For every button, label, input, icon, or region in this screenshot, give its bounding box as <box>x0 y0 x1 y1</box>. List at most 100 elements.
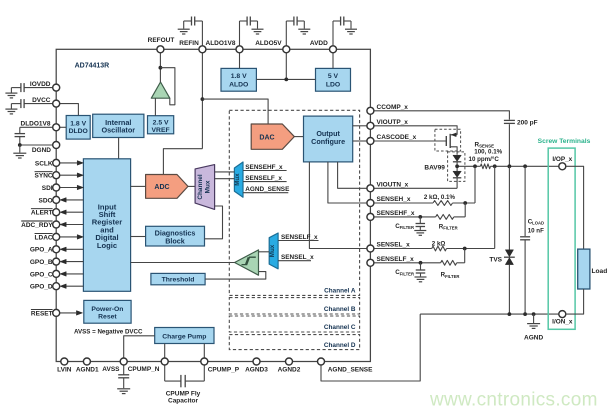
svg-text:Shift: Shift <box>99 210 116 219</box>
svg-text:RFILTER: RFILTER <box>441 272 460 279</box>
svg-text:AGND3: AGND3 <box>245 367 268 374</box>
svg-text:Configure: Configure <box>311 137 345 146</box>
svg-text:Threshold: Threshold <box>162 277 195 284</box>
svg-text:Channel: Channel <box>197 174 204 199</box>
svg-text:ADC_RDY: ADC_RDY <box>21 222 53 229</box>
svg-text:REFOUT: REFOUT <box>148 37 175 44</box>
svg-text:LDO: LDO <box>326 81 340 88</box>
svg-text:100, 0.1%: 100, 0.1% <box>474 149 502 156</box>
svg-text:CCOMP_x: CCOMP_x <box>377 104 409 111</box>
svg-text:1.8 V: 1.8 V <box>70 120 86 127</box>
svg-text:AVSS = Negative DVCC: AVSS = Negative DVCC <box>74 329 143 336</box>
svg-text:Input: Input <box>98 202 117 211</box>
svg-text:CPUMP Fly: CPUMP Fly <box>166 390 201 397</box>
svg-text:SENSEH_x: SENSEH_x <box>377 196 411 203</box>
svg-text:TVS: TVS <box>489 257 502 264</box>
svg-text:LVIN: LVIN <box>57 367 72 374</box>
svg-text:2 kΩ: 2 kΩ <box>432 241 446 248</box>
svg-text:SYNC: SYNC <box>35 173 53 180</box>
svg-text:ALERT: ALERT <box>31 210 53 217</box>
svg-text:CFILTER: CFILTER <box>395 269 414 276</box>
svg-text:AD74413R: AD74413R <box>75 63 110 70</box>
svg-text:AGND: AGND <box>524 334 543 341</box>
svg-text:Load: Load <box>592 268 608 275</box>
svg-text:Mux: Mux <box>234 173 241 186</box>
svg-text:www.cntronics.com: www.cntronics.com <box>429 390 598 411</box>
svg-text:Internal: Internal <box>105 118 131 127</box>
svg-text:I/OP_x: I/OP_x <box>552 156 572 163</box>
svg-text:SCLK: SCLK <box>35 160 53 167</box>
svg-text:Channel B: Channel B <box>324 306 356 313</box>
svg-text:2.5 V: 2.5 V <box>153 120 169 127</box>
svg-text:VIOUTP_x: VIOUTP_x <box>377 119 409 126</box>
svg-text:AVSS: AVSS <box>102 366 120 373</box>
svg-text:GPO_D: GPO_D <box>30 284 53 291</box>
svg-text:SENSELF_x: SENSELF_x <box>377 256 415 263</box>
svg-text:Output: Output <box>316 129 340 138</box>
svg-text:10 nF: 10 nF <box>528 228 544 235</box>
svg-text:SENSEHF_x: SENSEHF_x <box>377 210 415 217</box>
svg-text:CLOAD: CLOAD <box>528 219 544 226</box>
svg-text:Mux: Mux <box>205 180 212 193</box>
svg-text:VIOUTN_x: VIOUTN_x <box>377 181 409 188</box>
svg-text:Screw Terminals: Screw Terminals <box>538 138 591 145</box>
svg-text:LDAC: LDAC <box>35 234 53 241</box>
svg-text:DVCC: DVCC <box>32 97 51 104</box>
svg-text:GPO_C: GPO_C <box>30 271 53 278</box>
svg-text:Block: Block <box>165 236 185 245</box>
svg-text:AVDD: AVDD <box>310 40 328 47</box>
svg-text:Logic: Logic <box>97 241 117 250</box>
svg-text:Charge Pump: Charge Pump <box>162 333 206 340</box>
svg-text:GPO_B: GPO_B <box>30 259 53 266</box>
svg-text:SENSEL_x: SENSEL_x <box>281 254 314 261</box>
svg-text:ALDO5V: ALDO5V <box>255 40 282 47</box>
svg-text:Register: Register <box>92 218 122 227</box>
svg-text:1.8 V: 1.8 V <box>231 73 247 80</box>
svg-text:Digital: Digital <box>95 233 118 242</box>
svg-text:AGND_SENSE: AGND_SENSE <box>328 367 373 374</box>
svg-text:AGND_SENSE: AGND_SENSE <box>245 186 290 193</box>
svg-text:Channel D: Channel D <box>324 342 356 349</box>
svg-text:10 ppm/°C: 10 ppm/°C <box>469 156 500 163</box>
svg-text:AGND2: AGND2 <box>278 367 301 374</box>
svg-text:SDI: SDI <box>42 185 53 192</box>
svg-text:Reset: Reset <box>98 314 117 321</box>
svg-text:SENSELF_x: SENSELF_x <box>245 175 282 182</box>
svg-text:200 pF: 200 pF <box>517 120 538 127</box>
svg-text:2 kΩ, 0.1%: 2 kΩ, 0.1% <box>424 194 456 201</box>
svg-text:Mux: Mux <box>269 244 276 257</box>
svg-text:Capacitor: Capacitor <box>168 397 198 404</box>
svg-text:Power-On: Power-On <box>91 306 123 313</box>
svg-text:RESET: RESET <box>31 310 53 317</box>
svg-text:BAV99: BAV99 <box>424 165 445 172</box>
svg-text:DLDO: DLDO <box>69 128 88 135</box>
svg-text:IOVDD: IOVDD <box>30 81 51 88</box>
svg-text:VREF: VREF <box>152 127 170 134</box>
svg-text:SENSEHF_x: SENSEHF_x <box>245 164 283 171</box>
svg-text:RSENSE: RSENSE <box>475 142 495 149</box>
svg-text:ALDO1V8: ALDO1V8 <box>206 40 236 47</box>
svg-text:DAC: DAC <box>259 134 274 141</box>
svg-text:SDO: SDO <box>39 197 53 204</box>
svg-text:Channel A: Channel A <box>324 287 356 294</box>
svg-text:ALDO: ALDO <box>229 81 248 88</box>
svg-text:Diagnostics: Diagnostics <box>155 229 196 238</box>
svg-text:ADC: ADC <box>154 184 169 191</box>
svg-text:and: and <box>100 225 114 234</box>
svg-text:CASCODE_x: CASCODE_x <box>377 134 417 141</box>
svg-text:5 V: 5 V <box>328 73 339 80</box>
svg-text:Channel C: Channel C <box>324 324 356 331</box>
svg-text:SENSELF_x: SENSELF_x <box>281 234 318 241</box>
svg-text:DLDO1V8: DLDO1V8 <box>21 121 51 128</box>
svg-text:Oscillator: Oscillator <box>101 126 135 135</box>
svg-text:DGND: DGND <box>32 147 51 154</box>
svg-text:CPUMP_N: CPUMP_N <box>128 366 160 373</box>
svg-text:RFILTER: RFILTER <box>439 223 458 230</box>
svg-text:AGND1: AGND1 <box>76 367 99 374</box>
svg-text:I/ON_x: I/ON_x <box>552 319 573 326</box>
svg-text:SENSEL_x: SENSEL_x <box>377 242 411 249</box>
svg-text:CPUMP_P: CPUMP_P <box>208 367 240 374</box>
svg-text:GPO_A: GPO_A <box>30 247 53 254</box>
svg-text:CFILTER: CFILTER <box>395 223 414 230</box>
svg-text:REFIN: REFIN <box>179 40 199 47</box>
